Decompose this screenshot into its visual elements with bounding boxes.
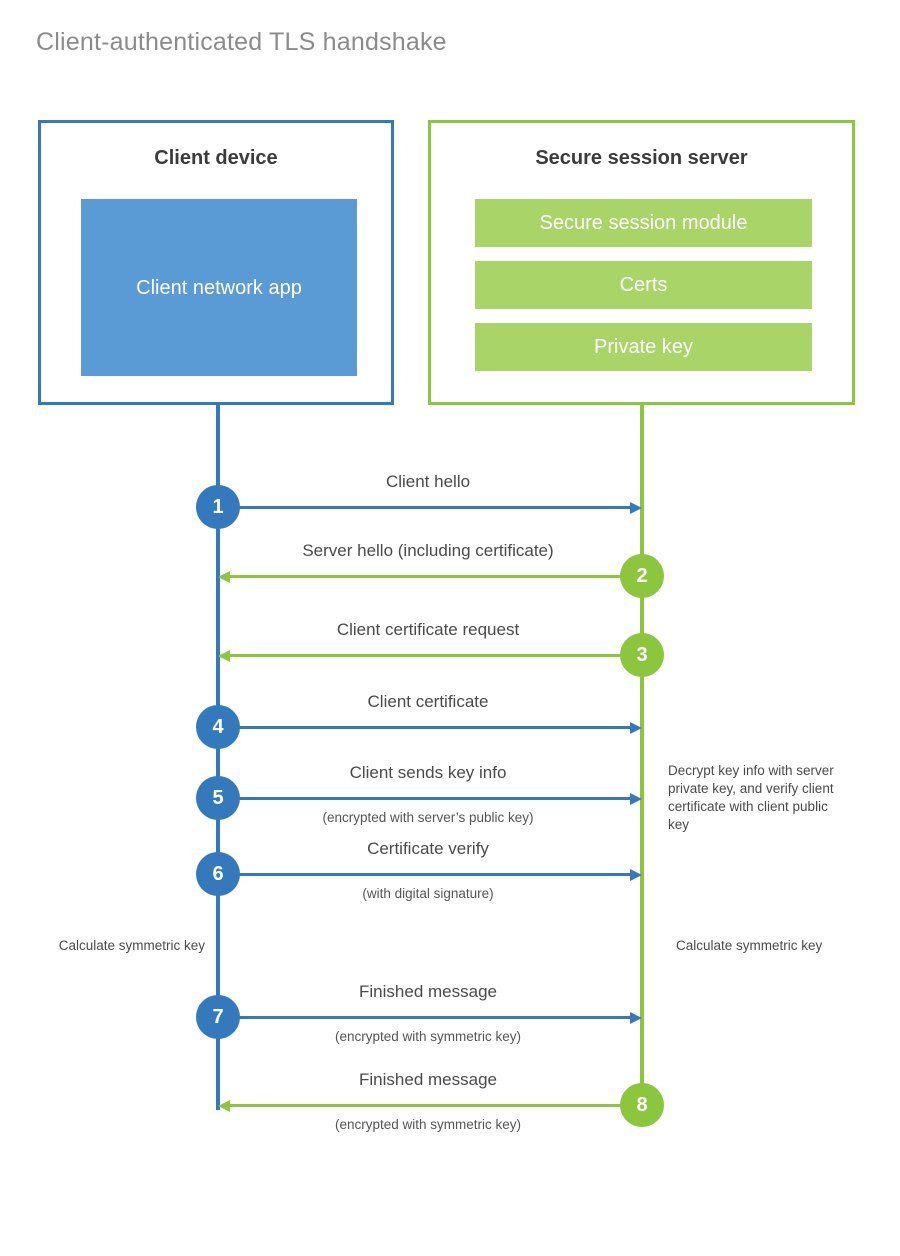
message-arrow-line-7	[218, 1016, 630, 1019]
server-component-secure-session-module: Secure session module	[475, 199, 812, 247]
arrow-head-right-icon	[630, 502, 642, 514]
message-arrow-line-6	[218, 873, 630, 876]
message-arrow-line-4	[218, 726, 630, 729]
annotation-server-calculate-symmetric-key: Calculate symmetric key	[676, 938, 823, 953]
client-network-app-label: Client network app	[136, 276, 302, 299]
message-label-3: Client certificate request	[336, 620, 520, 639]
step-marker-4[interactable]: 4	[196, 705, 240, 749]
message-label-2: Server hello (including certificate)	[302, 541, 554, 560]
message-label-4: Client certificate	[367, 692, 489, 711]
client-lifeline	[216, 405, 220, 1110]
step-marker-8[interactable]: 8	[620, 1083, 664, 1127]
step-marker-2[interactable]: 2	[620, 554, 664, 598]
message-arrow-line-2	[230, 575, 642, 578]
message-arrow-line-5	[218, 797, 630, 800]
server-component-private-key: Private key	[475, 323, 812, 371]
page-title: Client-authenticated TLS handshake	[36, 28, 447, 56]
server-component-list: Secure session module Certs Private key	[475, 199, 812, 371]
arrow-head-left-icon	[218, 1100, 230, 1112]
client-device-title: Client device	[154, 147, 278, 169]
step-marker-5[interactable]: 5	[196, 776, 240, 820]
arrow-head-right-icon	[630, 869, 642, 881]
message-label-1: Client hello	[385, 472, 471, 491]
step-marker-7[interactable]: 7	[196, 995, 240, 1039]
message-sublabel-8: (encrypted with symmetric key)	[334, 1117, 522, 1132]
message-sublabel-7: (encrypted with symmetric key)	[334, 1029, 522, 1044]
step-marker-3[interactable]: 3	[620, 633, 664, 677]
message-sublabel-6: (with digital signature)	[362, 886, 494, 901]
step-marker-6[interactable]: 6	[196, 852, 240, 896]
arrow-head-right-icon	[630, 722, 642, 734]
message-label-7: Finished message	[359, 982, 497, 1001]
client-device-box: Client device Client network app	[38, 120, 394, 405]
message-label-6: Certificate verify	[367, 839, 489, 858]
message-label-5: Client sends key info	[349, 763, 507, 782]
annotation-client-calculate-symmetric-key: Calculate symmetric key	[58, 938, 205, 953]
secure-session-server-title: Secure session server	[535, 147, 748, 169]
server-component-certs: Certs	[475, 261, 812, 309]
arrow-head-left-icon	[218, 650, 230, 662]
message-label-8: Finished message	[359, 1070, 497, 1089]
arrow-head-right-icon	[630, 793, 642, 805]
message-arrow-line-3	[230, 654, 642, 657]
arrow-head-right-icon	[630, 1012, 642, 1024]
secure-session-server-box: Secure session server Secure session mod…	[428, 120, 855, 405]
server-lifeline	[640, 405, 644, 1107]
client-network-app-block: Client network app	[81, 199, 357, 376]
message-arrow-line-8	[230, 1104, 642, 1107]
message-arrow-line-1	[218, 506, 630, 509]
message-sublabel-5: (encrypted with server’s public key)	[322, 810, 534, 825]
arrow-head-left-icon	[218, 571, 230, 583]
annotation-server-decrypt: Decrypt key info with server private key…	[668, 763, 834, 832]
step-marker-1[interactable]: 1	[196, 485, 240, 529]
